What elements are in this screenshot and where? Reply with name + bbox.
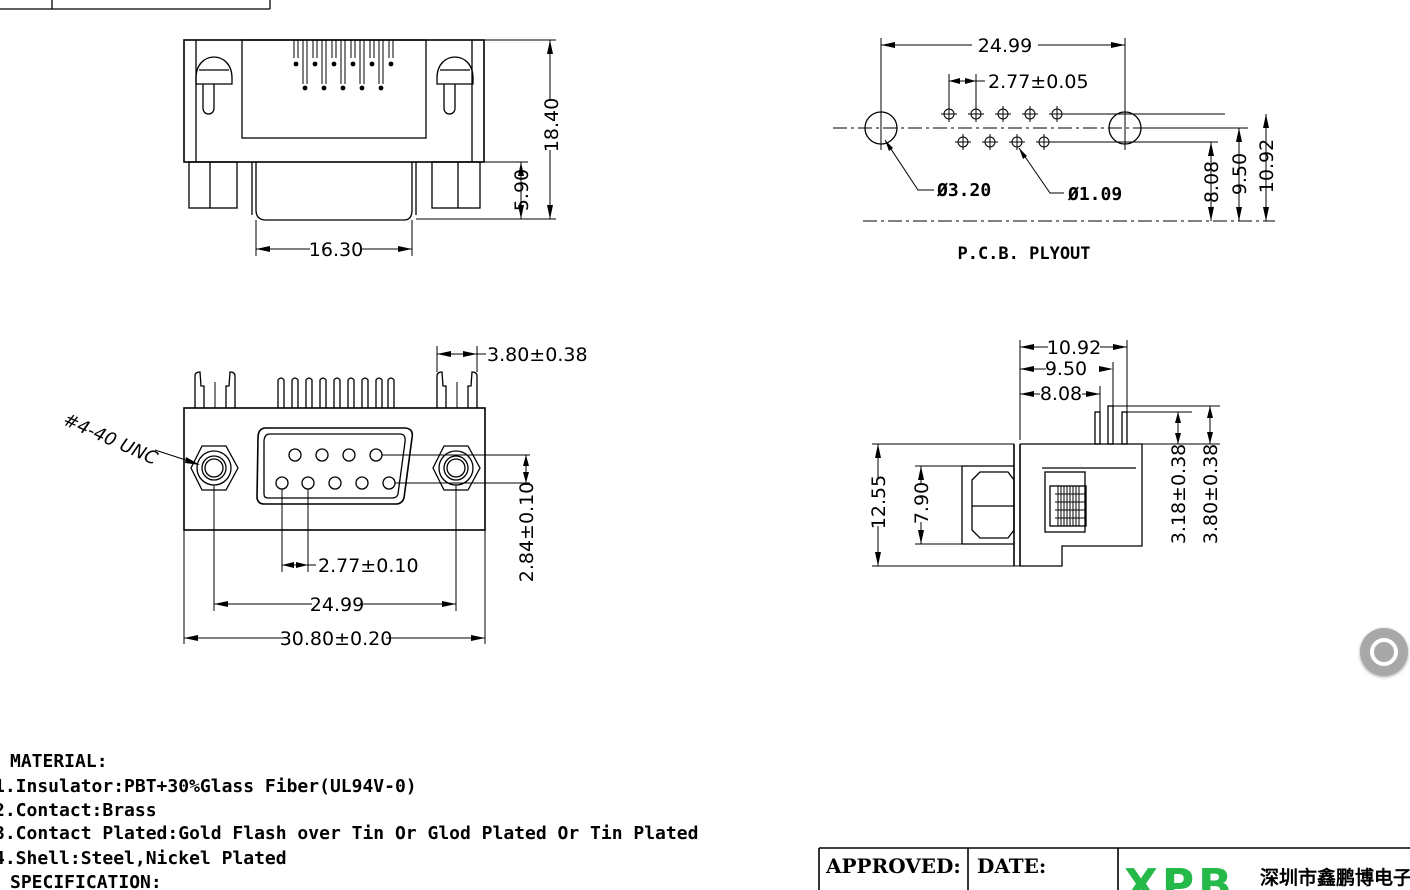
company-name: 深圳市鑫鹏博电子 — [1260, 866, 1410, 889]
dim-pin-height: 3.80±0.38 — [487, 344, 588, 366]
top-view — [183, 39, 556, 256]
dim-side-height-2: 18.40 — [541, 98, 563, 152]
notes-heading: MATERIAL: — [10, 751, 108, 772]
dim-face-pitch: 2.77±0.10 — [318, 555, 419, 577]
ring-icon — [1370, 638, 1398, 666]
dim-thread: #4-40 UNC — [60, 409, 161, 469]
corner-title-box — [0, 0, 271, 10]
dim-side-height-1: 5.90 — [511, 169, 533, 211]
dim-side-flange-height: 7.90 — [911, 482, 933, 524]
dim-side-total-height: 12.55 — [868, 475, 890, 529]
note-item: 4.Shell:Steel,Nickel Plated — [0, 848, 287, 869]
dim-pcb-pitch: 2.77±0.05 — [988, 71, 1089, 93]
note-item: 2.Contact:Brass — [0, 800, 157, 821]
dim-pcb-width: 24.99 — [978, 35, 1032, 57]
title-approved-label: APPROVED: — [825, 854, 961, 878]
note-item: 1.Insulator:PBT+30%Glass Fiber(UL94V-0) — [0, 776, 417, 797]
face-view — [154, 346, 530, 644]
company-logo: XPB — [1124, 860, 1236, 890]
notes-specification: SPECIFICATION: — [10, 872, 162, 890]
pcb-layout-title: P.C.B. PLYOUT — [957, 244, 1090, 264]
dim-pcb-v2: 9.50 — [1229, 153, 1251, 195]
dim-side-v2: 3.80±0.38 — [1200, 444, 1222, 545]
dim-pcb-v1: 8.08 — [1201, 161, 1223, 203]
dim-face-row: 2.84±0.10 — [516, 482, 538, 583]
dim-front-width: 16.30 — [309, 239, 363, 261]
dim-side-d3: 8.08 — [1040, 383, 1082, 405]
dim-face-width: 24.99 — [310, 594, 364, 616]
dim-pcb-v3: 10.92 — [1256, 139, 1278, 193]
material-notes: MATERIAL: 1.Insulator:PBT+30%Glass Fiber… — [0, 751, 698, 890]
dim-face-total: 30.80±0.20 — [280, 628, 393, 650]
dim-pcb-hole-big: Ø3.20 — [936, 180, 991, 201]
dim-side-v1: 3.18±0.38 — [1168, 444, 1190, 545]
note-item: 3.Contact Plated:Gold Flash over Tin Or … — [0, 823, 698, 844]
side-view — [872, 340, 1220, 567]
floating-action-button[interactable] — [1360, 628, 1408, 676]
pcb-layout-view — [833, 38, 1275, 222]
title-date-label: DATE: — [977, 854, 1046, 878]
dim-side-d1: 10.92 — [1047, 337, 1101, 359]
dim-side-d2: 9.50 — [1045, 358, 1087, 380]
title-block: APPROVED: DATE: XPB 深圳市鑫鹏博电子 — [818, 847, 1410, 890]
dim-pcb-hole-small: Ø1.09 — [1067, 184, 1122, 205]
